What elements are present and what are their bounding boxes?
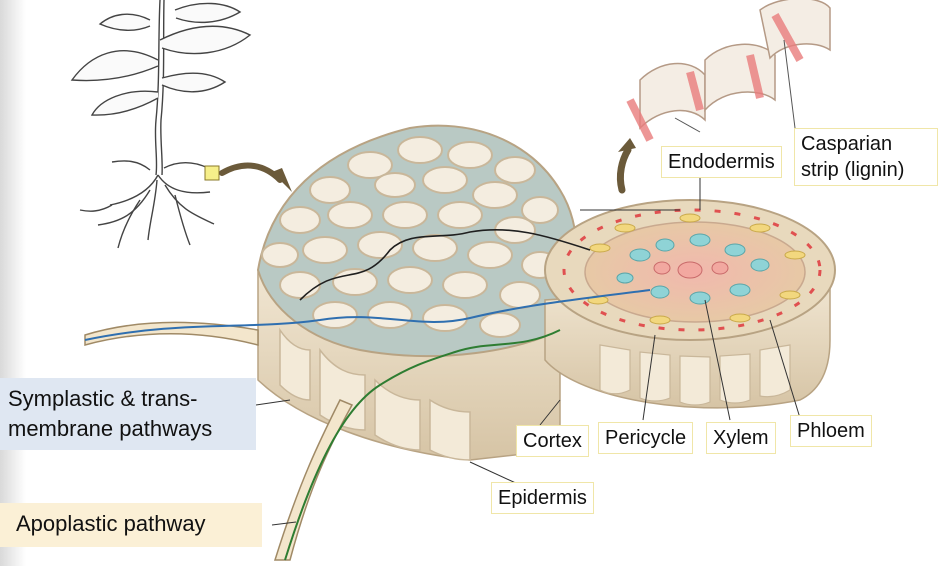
plant-illustration xyxy=(70,0,252,249)
xylem-label: Xylem xyxy=(706,422,776,454)
epidermis-label: Epidermis xyxy=(491,482,594,514)
inner-vessels xyxy=(653,261,729,279)
xylem-cells xyxy=(616,233,770,305)
apoplastic-label: Apoplastic pathway xyxy=(0,503,262,547)
stele-cross-section xyxy=(544,199,836,409)
curved-arrow-icon xyxy=(219,162,292,192)
cortex-label: Cortex xyxy=(516,425,589,457)
symplastic-label: Symplastic & trans-membrane pathways xyxy=(0,378,256,450)
casparian-strip-label: Casparian strip (lignin) xyxy=(794,128,938,186)
up-arrow-icon xyxy=(616,138,636,194)
phloem-cells xyxy=(587,213,806,325)
left-edge-shading xyxy=(0,0,26,566)
symplastic-path-line xyxy=(299,228,591,301)
label-leader-lines xyxy=(255,160,801,526)
epidermis-cells xyxy=(279,327,471,461)
apoplastic-path-line xyxy=(284,329,561,561)
cortex-cells xyxy=(261,136,559,338)
endodermis-cells-illustration xyxy=(626,0,831,142)
root-highlight-box xyxy=(204,165,220,181)
root-tissue-block xyxy=(84,124,578,561)
pericycle-label: Pericycle xyxy=(598,422,694,454)
phloem-label: Phloem xyxy=(790,415,872,447)
endodermis-label: Endodermis xyxy=(661,146,782,178)
casparian-strip-ring xyxy=(562,208,822,332)
transmembrane-path-line xyxy=(84,289,651,341)
